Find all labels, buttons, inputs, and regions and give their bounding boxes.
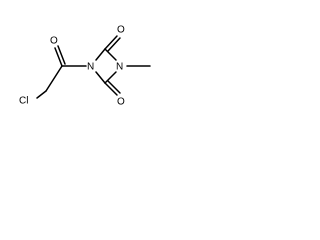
molecule-canvas: Cl O N N O O (0, 0, 176, 127)
bond-cl-ch2 (36, 90, 47, 99)
bond-ctop-n2 (104, 48, 117, 61)
atom-o-bottom: O (117, 97, 125, 108)
bond-n1-ctop (95, 48, 106, 61)
bond-cbottom-n1 (95, 71, 106, 84)
atom-n1: N (87, 62, 94, 73)
bond-ctop-o-1 (104, 35, 118, 50)
bond-carbonyl-o-2 (57, 45, 66, 65)
atom-o-top: O (117, 25, 125, 36)
bond-carbonyl-o-1 (54, 47, 63, 67)
atom-n2: N (116, 62, 123, 73)
bond-cbottom-o-2 (107, 80, 121, 94)
atom-o-acyl: O (50, 36, 58, 47)
atom-cl: Cl (19, 96, 28, 107)
bond-ctop-o-2 (107, 37, 121, 52)
bond-n2-cbottom (104, 71, 117, 84)
bond-ch2-carbonyl (45, 65, 63, 92)
bond-cbottom-o-1 (104, 82, 118, 96)
structure-drawing: Cl O N N O O (19, 25, 151, 108)
